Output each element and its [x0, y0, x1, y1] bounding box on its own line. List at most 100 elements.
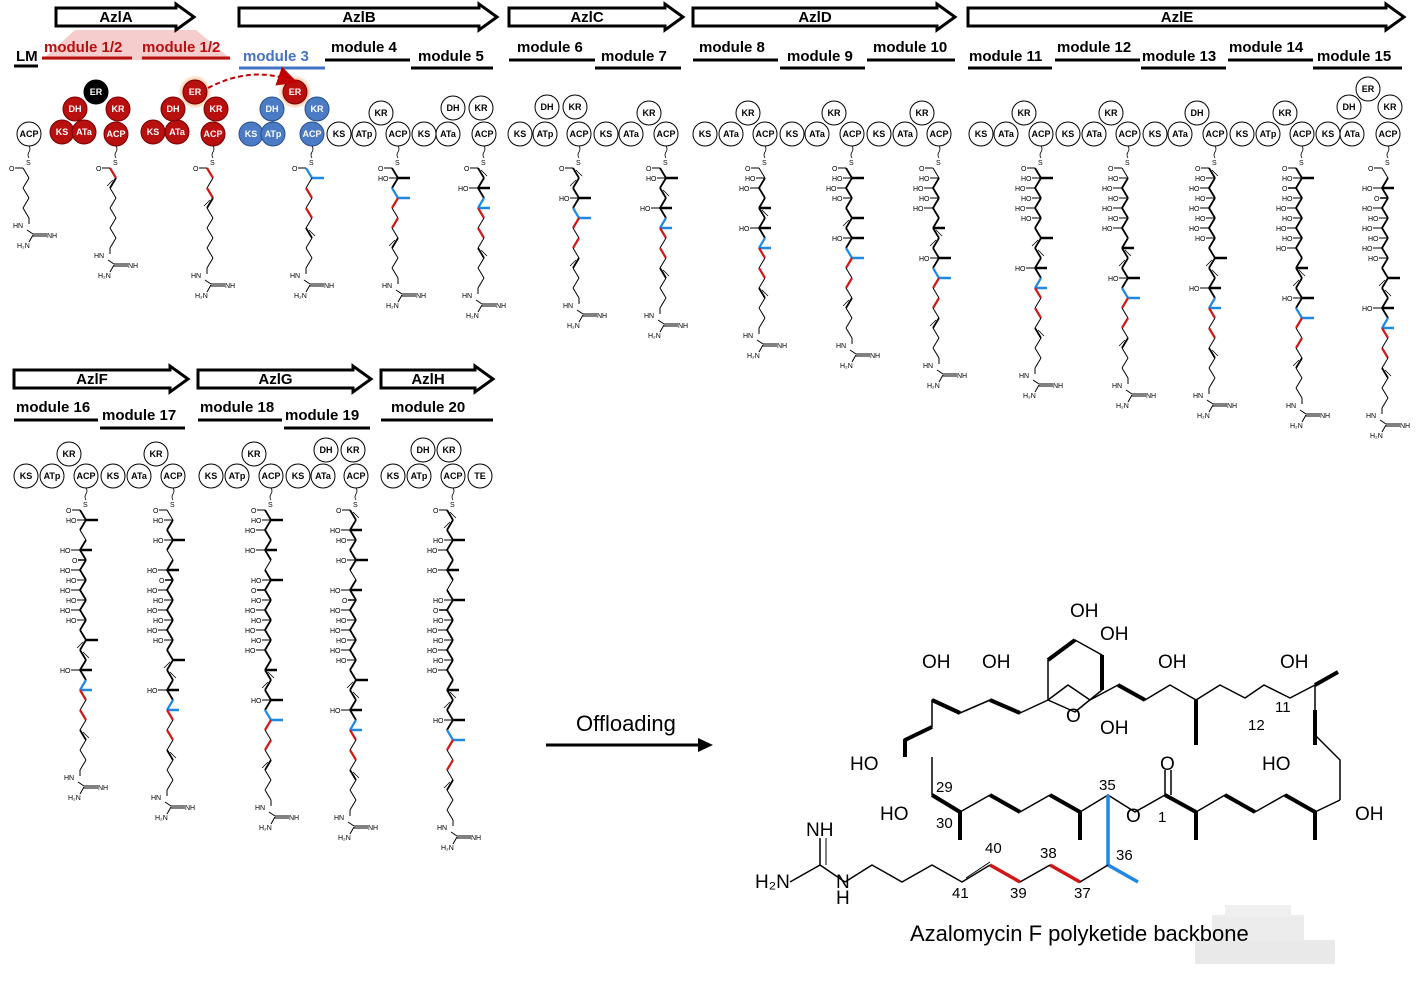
gene-arrow-azlg: AzlG	[196, 363, 374, 395]
hydroxyl-label: HO	[147, 628, 158, 635]
chain-bond	[264, 519, 272, 531]
chain-bond	[166, 759, 174, 771]
chain-bond	[446, 699, 454, 711]
domain-er: ER	[282, 79, 308, 105]
chain-bond	[79, 549, 87, 561]
domain-label: DH	[541, 102, 554, 112]
chain-bond	[1034, 227, 1042, 239]
chain-bond	[1208, 404, 1214, 413]
domain-ata: ATa	[164, 119, 190, 145]
chain-bond	[79, 639, 87, 651]
domain-circle	[351, 121, 377, 147]
chain-bond	[1208, 347, 1216, 359]
chain-bond	[1034, 177, 1042, 189]
nh-label: NH	[1053, 383, 1063, 390]
double-bond	[443, 701, 451, 709]
chain-bond	[446, 659, 454, 671]
domain-circle	[618, 121, 644, 147]
sulfur-label: S	[83, 502, 88, 509]
hydroxyl-label: HO	[147, 608, 158, 615]
structure-atom-label: HO	[1262, 754, 1291, 775]
chain-bond	[166, 659, 174, 671]
chain-bond	[758, 217, 766, 229]
chain-bond	[477, 167, 485, 179]
domain-circle	[368, 100, 394, 126]
methyl-blue-bond	[1107, 863, 1139, 884]
chain-bond	[1127, 394, 1133, 403]
chain-bond	[477, 267, 485, 279]
chain-bond	[932, 197, 940, 209]
chain-bond	[166, 779, 174, 791]
domain-label: KR	[210, 104, 223, 114]
domain-acp: ACP	[566, 121, 592, 147]
domain-circle	[1011, 100, 1037, 126]
domain-label: ATa	[897, 129, 914, 139]
domain-circle	[56, 441, 82, 467]
module-11: module 11	[968, 48, 1052, 70]
chain-bond	[1379, 419, 1387, 425]
chain-bond	[1381, 397, 1389, 409]
domain-label: KS	[699, 129, 712, 139]
domain-label: KR	[443, 445, 456, 455]
chain-bond	[1295, 187, 1303, 199]
domain-circle	[1229, 121, 1255, 147]
double-bond	[929, 239, 937, 247]
chain-bond	[1295, 227, 1303, 239]
chain-bond	[1295, 387, 1303, 399]
sulfur-label: S	[353, 502, 358, 509]
double-bond	[1037, 249, 1045, 257]
domain-acp: ACP	[653, 121, 679, 147]
domain-label: KR	[1279, 108, 1292, 118]
hydroxyl-label: HO	[1108, 276, 1119, 283]
chain-bond	[758, 257, 766, 269]
module-label: module 11	[969, 48, 1042, 65]
double-bond	[1298, 269, 1306, 277]
thioester-linker	[1126, 145, 1130, 159]
chain-bond	[305, 237, 313, 249]
domain-circle	[804, 121, 830, 147]
nh-label: NH	[324, 283, 334, 290]
chain-bond	[79, 759, 87, 771]
chain-bond	[1208, 277, 1216, 289]
module-16: module 16	[14, 399, 98, 422]
module-label: module 6	[517, 39, 583, 56]
chain-bond	[305, 207, 313, 219]
domain-atp: ATp	[224, 463, 250, 489]
chain-bond	[446, 559, 454, 571]
hydroxyl-label: HO	[153, 518, 164, 525]
hydroxyl-label: HO	[251, 638, 262, 645]
chain-bond	[349, 699, 357, 711]
domain-acp: ACP	[299, 121, 325, 147]
chain-bond	[1034, 237, 1042, 249]
domain-label: ATa	[131, 471, 148, 481]
chain-bond	[264, 559, 272, 571]
chain-bond	[107, 259, 115, 265]
module-label: module 14	[1229, 39, 1304, 56]
chain-bond	[932, 297, 940, 309]
thioester-linker	[1386, 145, 1390, 159]
chain-bond	[109, 197, 117, 209]
chain-bond	[1295, 207, 1303, 219]
chain-bond	[347, 821, 355, 827]
chain-bond	[391, 217, 399, 229]
chain-bond	[79, 659, 87, 671]
domain-circle	[909, 100, 935, 126]
nh-label: NH	[98, 785, 108, 792]
chain-bond	[1295, 217, 1303, 229]
module-1: module 1/2	[42, 39, 132, 60]
chain-bond	[578, 314, 584, 323]
sulfur-label: S	[450, 502, 455, 509]
domain-circle	[1142, 121, 1168, 147]
domain-circle	[1081, 121, 1107, 147]
chain-bond	[349, 729, 357, 741]
chain-bond	[166, 806, 172, 815]
hydroxyl-label: HO	[1102, 186, 1113, 193]
atom-number: 39	[1010, 885, 1027, 902]
domain-label: ACP	[106, 129, 125, 139]
chain-bond	[349, 669, 357, 681]
domain-label: KR	[1018, 108, 1031, 118]
module-label: module 3	[243, 48, 309, 65]
chain-bond	[264, 679, 272, 691]
